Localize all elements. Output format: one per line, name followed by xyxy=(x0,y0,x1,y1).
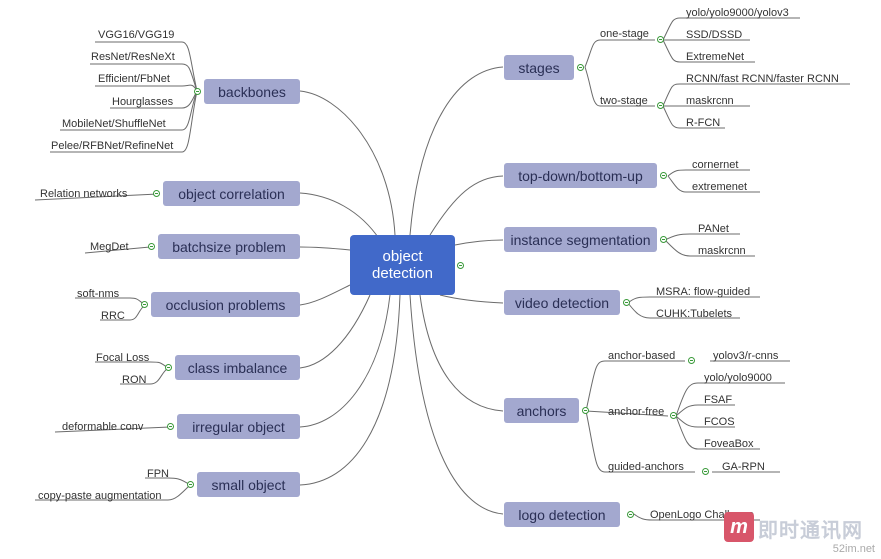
collapse-toggle-icon[interactable] xyxy=(660,236,667,243)
leaf-deformable-conv[interactable]: deformable conv xyxy=(62,421,144,433)
leaf-r-fcn[interactable]: R-FCN xyxy=(686,117,721,129)
collapse-toggle-icon[interactable] xyxy=(194,88,201,95)
leaf-yolo-9000[interactable]: yolo/yolo9000 xyxy=(704,372,772,384)
collapse-toggle-icon[interactable] xyxy=(457,262,464,269)
collapse-toggle-icon[interactable] xyxy=(660,172,667,179)
leaf-foveabox[interactable]: FoveaBox xyxy=(704,438,754,450)
leaf-maskrcnn[interactable]: maskrcnn xyxy=(686,95,734,107)
collapse-toggle-icon[interactable] xyxy=(657,102,664,109)
leaf-mobilenet[interactable]: MobileNet/ShuffleNet xyxy=(62,118,166,130)
topic-backbones[interactable]: backbones xyxy=(204,79,300,104)
topic-irregular-object[interactable]: irregular object xyxy=(177,414,300,439)
topic-top-down-bottom-up[interactable]: top-down/bottom-up xyxy=(504,163,657,188)
leaf-soft-nms[interactable]: soft-nms xyxy=(77,288,120,300)
leaf-megdet[interactable]: MegDet xyxy=(90,241,129,253)
subtopic-guided-anchors[interactable]: guided-anchors xyxy=(608,461,684,473)
leaf-fpn[interactable]: FPN xyxy=(147,468,169,480)
collapse-toggle-icon[interactable] xyxy=(141,301,148,308)
topic-anchors[interactable]: anchors xyxy=(504,398,579,423)
central-topic-line2: detection xyxy=(372,265,433,282)
topic-object-correlation[interactable]: object correlation xyxy=(163,181,300,206)
collapse-toggle-icon[interactable] xyxy=(165,364,172,371)
watermark-url: 52im.net xyxy=(832,543,875,555)
leaf-fcos[interactable]: FCOS xyxy=(704,416,735,428)
topic-class-imbalance[interactable]: class imbalance xyxy=(175,355,300,380)
leaf-cuhk[interactable]: CUHK:Tubelets xyxy=(656,308,733,320)
leaf-vgg[interactable]: VGG16/VGG19 xyxy=(98,29,175,41)
leaf-ron[interactable]: RON xyxy=(122,374,147,386)
leaf-ssd[interactable]: SSD/DSSD xyxy=(686,29,743,41)
collapse-toggle-icon[interactable] xyxy=(627,511,634,518)
leaf-fsaf[interactable]: FSAF xyxy=(704,394,733,406)
leaf-rcnn[interactable]: RCNN/fast RCNN/faster RCNN xyxy=(686,73,839,85)
topic-instance-segmentation[interactable]: instance segmentation xyxy=(504,227,657,252)
leaf-cornernet[interactable]: cornernet xyxy=(692,159,739,171)
leaf-efficient[interactable]: Efficient/FbNet xyxy=(98,73,170,85)
collapse-toggle-icon[interactable] xyxy=(582,407,589,414)
leaf-pelee[interactable]: Pelee/RFBNet/RefineNet xyxy=(51,140,174,152)
topic-stages[interactable]: stages xyxy=(504,55,574,80)
leaf-rrc[interactable]: RRC xyxy=(101,310,125,322)
collapse-toggle-icon[interactable] xyxy=(167,423,174,430)
collapse-toggle-icon[interactable] xyxy=(702,468,709,475)
leaf-maskrcnn-2[interactable]: maskrcnn xyxy=(698,245,746,257)
leaf-msra[interactable]: MSRA: flow-guided xyxy=(656,286,751,298)
subtopic-one-stage[interactable]: one-stage xyxy=(600,28,649,40)
collapse-toggle-icon[interactable] xyxy=(148,243,155,250)
leaf-focal-loss[interactable]: Focal Loss xyxy=(96,352,150,364)
leaf-copy-paste[interactable]: copy-paste augmentation xyxy=(38,490,162,502)
leaf-extremenet[interactable]: ExtremeNet xyxy=(686,51,745,63)
leaf-ga-rpn[interactable]: GA-RPN xyxy=(722,461,765,473)
leaf-relation-networks[interactable]: Relation networks xyxy=(40,188,128,200)
central-topic-line1: object xyxy=(382,248,423,265)
topic-logo-detection[interactable]: logo detection xyxy=(504,502,620,527)
topic-occlusion-problems[interactable]: occlusion problems xyxy=(151,292,300,317)
leaf-resnet[interactable]: ResNet/ResNeXt xyxy=(91,51,175,63)
topic-small-object[interactable]: small object xyxy=(197,472,300,497)
collapse-toggle-icon[interactable] xyxy=(623,299,630,306)
collapse-toggle-icon[interactable] xyxy=(657,36,664,43)
subtopic-two-stage[interactable]: two-stage xyxy=(600,95,648,107)
leaf-panet[interactable]: PANet xyxy=(698,223,729,235)
watermark-logo-letter: m xyxy=(730,515,748,538)
collapse-toggle-icon[interactable] xyxy=(688,357,695,364)
subtopic-anchor-based[interactable]: anchor-based xyxy=(608,350,676,362)
leaf-extremenet-2[interactable]: extremenet xyxy=(692,181,748,193)
leaf-hourglasses[interactable]: Hourglasses xyxy=(112,96,174,108)
collapse-toggle-icon[interactable] xyxy=(153,190,160,197)
collapse-toggle-icon[interactable] xyxy=(187,481,194,488)
collapse-toggle-icon[interactable] xyxy=(577,64,584,71)
central-topic-object-detection[interactable]: object detection xyxy=(350,235,455,295)
collapse-toggle-icon[interactable] xyxy=(670,412,677,419)
leaf-yolov3-rcnns[interactable]: yolov3/r-cnns xyxy=(713,350,779,362)
leaf-yolo-v3[interactable]: yolo/yolo9000/yolov3 xyxy=(686,7,789,19)
topic-batchsize-problem[interactable]: batchsize problem xyxy=(158,234,300,259)
watermark-text: 即时通讯网 xyxy=(758,520,863,542)
subtopic-anchor-free[interactable]: anchor-free xyxy=(608,406,665,418)
topic-video-detection[interactable]: video detection xyxy=(504,290,620,315)
watermark-logo-icon: m xyxy=(724,512,754,542)
